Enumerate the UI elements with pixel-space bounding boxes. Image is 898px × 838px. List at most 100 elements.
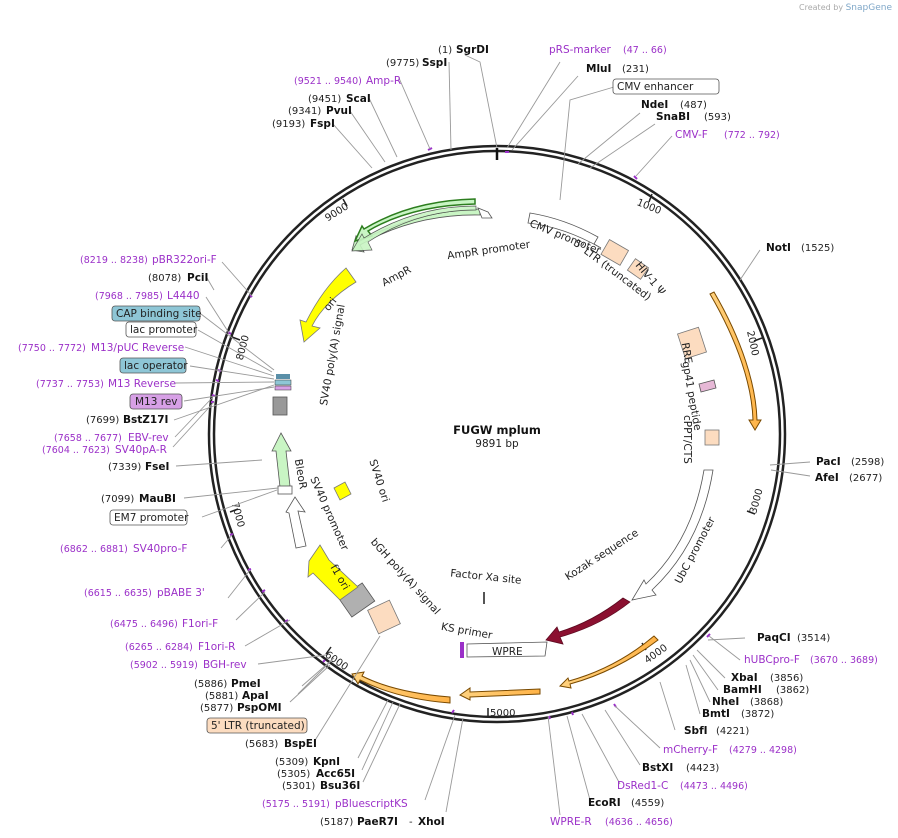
plasmid-title: FUGW mplum <box>453 423 541 437</box>
primer-dsred1-c: DsRed1-C <box>617 780 668 792</box>
sv40-ori-label: SV40 ori <box>366 458 391 504</box>
site-pcii-pos: (8078) <box>148 273 181 284</box>
primer-m13puc-reverse-pos: (7750 .. 7772) <box>18 343 86 354</box>
primer-prs-marker-pos: (47 .. 66) <box>623 45 667 56</box>
site-snabi-pos: (593) <box>704 112 731 123</box>
site-scai: ScaI <box>346 93 371 105</box>
site-sspi: SspI <box>422 57 447 69</box>
primer-mcherry-f-pos: (4279 .. 4298) <box>729 745 797 756</box>
primer-pbr322ori-f: pBR322ori-F <box>152 254 217 266</box>
primer-ebv-rev: EBV-rev <box>128 432 169 444</box>
site-sgrdi-pos: (1) <box>438 45 452 56</box>
site-bstxi: BstXI <box>642 762 673 774</box>
site-kpni-pos: (5309) <box>275 757 308 768</box>
primer-cmv-f: CMV-F <box>675 129 708 141</box>
bleor-arrow <box>271 432 292 488</box>
site-bsu36i: Bsu36I <box>320 780 360 792</box>
cmv-enhancer-label: CMV enhancer <box>617 81 694 93</box>
site-kpni: KpnI <box>313 756 340 768</box>
site-sbfi-pos: (4221) <box>716 726 749 737</box>
tick-label-9000: 9000 <box>323 201 350 224</box>
site-xhoi: XhoI <box>418 816 445 828</box>
site-mlui: MluI <box>586 63 611 75</box>
site-paer7i-pos: (5187) <box>320 817 353 828</box>
site-apai: ApaI <box>242 690 269 702</box>
primer-sv40pro-f-pos: (6862 .. 6881) <box>60 544 128 555</box>
site-pspomi-pos: (5877) <box>200 703 233 714</box>
primer-f1ori-f-pos: (6475 .. 6496) <box>110 619 178 630</box>
site-bamhi-pos: (3862) <box>776 685 809 696</box>
site-bmti: BmtI <box>702 708 730 720</box>
em7-promoter-label-box <box>109 509 188 526</box>
site-paci: PacI <box>816 456 841 468</box>
site-paqci-pos: (3514) <box>797 633 830 644</box>
cmv-enhancer-box <box>612 78 720 95</box>
orf-arrow-bottom-right <box>558 635 659 689</box>
site-snabi: SnaBI <box>656 111 690 123</box>
f1-ori-arrow <box>307 544 359 601</box>
ltr-truncated-label: 5' LTR (truncated) <box>211 720 305 732</box>
site-pvui-pos: (9341) <box>288 106 321 117</box>
site-bstxi-pos: (4423) <box>686 763 719 774</box>
site-bspei: BspEI <box>284 738 317 750</box>
orf-arrow-bottom <box>459 687 541 701</box>
snapgene-credit: Created by SnapGene <box>799 3 892 13</box>
site-noti-pos: (1525) <box>801 243 834 254</box>
primer-amp-r-pos: (9521 .. 9540) <box>294 76 362 87</box>
ampr-body <box>351 205 477 252</box>
gp41-peptide-box <box>698 379 717 393</box>
primer-amp-r: Amp-R <box>366 75 401 87</box>
site-bmti-pos: (3872) <box>741 709 774 720</box>
site-apai-pos: (5881) <box>205 691 238 702</box>
primer-m13puc-reverse: M13/pUC Reverse <box>91 342 184 354</box>
primer-pbluescriptks: pBluescriptKS <box>335 798 408 810</box>
site-fspi-pos: (9193) <box>272 119 305 130</box>
site-noti: NotI <box>766 242 791 254</box>
site-maubi-pos: (7099) <box>101 494 134 505</box>
rre-label: RRE <box>679 342 695 365</box>
cppt-label: cPPT/CTS <box>681 415 693 464</box>
hiv-psi-box <box>626 258 650 280</box>
primer-hubcpro-f: hUBCpro-F <box>744 654 800 666</box>
primer-pbluescriptks-pos: (5175 .. 5191) <box>262 799 330 810</box>
ltr-truncated-box <box>206 717 308 734</box>
tick-label-5000: 5000 <box>490 708 515 719</box>
primer-hubcpro-f-pos: (3670 .. 3689) <box>810 655 878 666</box>
site-fspi: FspI <box>310 118 335 130</box>
orf-arrow-right <box>709 291 762 431</box>
site-afei-pos: (2677) <box>849 473 882 484</box>
site-mlui-pos: (231) <box>622 64 649 75</box>
site-pcii: PciI <box>187 272 208 284</box>
site-xhoi-dash: - <box>409 817 413 828</box>
leader-lines <box>172 54 811 816</box>
lac-operator-box <box>119 357 187 374</box>
sv40-promoter-arrow <box>285 496 307 549</box>
site-paer7i: PaeR7I <box>357 816 398 828</box>
primer-sv40pro-f: SV40pro-F <box>133 543 187 555</box>
site-pvui: PvuI <box>326 105 352 117</box>
site-maubi: MauBI <box>139 493 176 505</box>
lac-promoter-label: lac promoter <box>130 324 198 336</box>
site-pspomi: PspOMI <box>237 702 282 714</box>
site-fsei-pos: (7339) <box>108 462 141 473</box>
sv40-polya-label: SV40 poly(A) signal <box>318 303 348 406</box>
kozak-label: Kozak sequence <box>563 527 641 583</box>
ks-primer-mark <box>460 642 464 658</box>
m13-rev-label: M13 rev <box>135 396 178 408</box>
orf-arrow-bottom-left <box>351 671 451 704</box>
site-xbai: XbaI <box>731 672 758 684</box>
ampr-promoter-label: AmpR promoter <box>447 239 532 263</box>
site-ecori-pos: (4559) <box>631 798 664 809</box>
primer-pbabe3: pBABE 3' <box>157 587 205 599</box>
primer-prs-marker: pRS-marker <box>549 44 612 56</box>
rre-box <box>677 326 707 360</box>
site-bsu36i-pos: (5301) <box>282 781 315 792</box>
primer-bgh-rev-pos: (5902 .. 5919) <box>130 660 198 671</box>
primer-l4440-pos: (7968 .. 7985) <box>95 291 163 302</box>
site-paci-pos: (2598) <box>851 457 884 468</box>
primer-f1ori-r: F1ori-R <box>198 641 235 653</box>
ubc-promoter-arrow <box>631 469 714 601</box>
primer-f1ori-f: F1ori-F <box>182 618 218 630</box>
site-bamhi: BamHI <box>723 684 762 696</box>
sv40-ori-box <box>333 481 352 501</box>
